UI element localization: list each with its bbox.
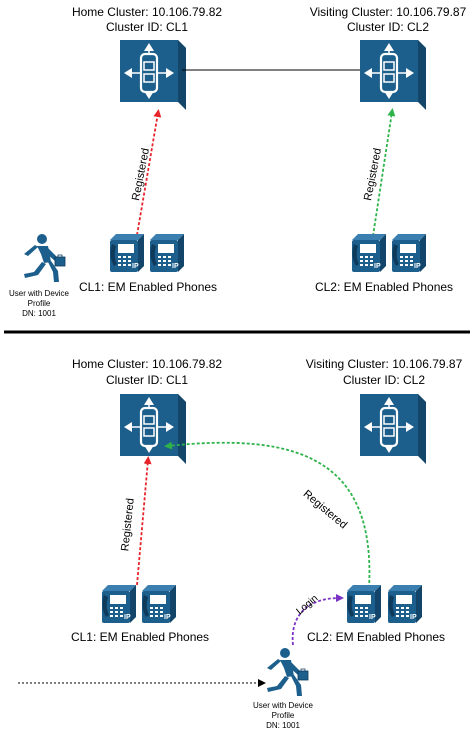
bottom-home-server-icon bbox=[118, 392, 188, 466]
bottom-login-label: Login bbox=[294, 593, 320, 617]
bottom-cl1-phone-icon-1 bbox=[102, 585, 136, 623]
top-left-registered-arrow bbox=[136, 109, 162, 236]
bottom-cl2-phones-label: CL2: EM Enabled Phones bbox=[307, 630, 445, 644]
top-right-registered-label: Registered bbox=[362, 147, 384, 202]
top-user-label-line3: DN: 1001 bbox=[22, 309, 56, 318]
bottom-user-icon bbox=[266, 647, 309, 697]
top-user-label-line1: User with Device bbox=[9, 289, 70, 298]
bottom-user-label-line2: Profile bbox=[272, 711, 295, 720]
bottom-user-label-line3: DN: 1001 bbox=[266, 721, 300, 730]
bottom-left-registered-arrow bbox=[136, 456, 152, 586]
top-user-label-line2: Profile bbox=[28, 299, 51, 308]
bottom-home-cluster-title: Home Cluster: 10.106.79.82 bbox=[72, 357, 222, 371]
bottom-left-registered-label: Registered bbox=[119, 498, 136, 552]
bottom-visiting-cluster-id: Cluster ID: CL2 bbox=[343, 373, 425, 387]
top-home-cluster-title: Home Cluster: 10.106.79.82 bbox=[72, 5, 222, 19]
bottom-cl1-phones-label: CL1: EM Enabled Phones bbox=[71, 630, 209, 644]
bottom-cl1-phone-icon-2 bbox=[142, 585, 176, 623]
top-left-registered-label: Registered bbox=[130, 147, 152, 202]
top-visiting-cluster-title: Visiting Cluster: 10.106.79.87 bbox=[310, 5, 467, 19]
bottom-home-cluster-id: Cluster ID: CL1 bbox=[106, 373, 188, 387]
top-visiting-cluster-id: Cluster ID: CL2 bbox=[347, 20, 429, 34]
bottom-login-arrow bbox=[291, 594, 344, 646]
bottom-visiting-server-icon bbox=[358, 392, 428, 466]
top-user-icon bbox=[23, 233, 66, 283]
bottom-user-label-line1: User with Device bbox=[253, 701, 314, 710]
top-cl2-phone-icon-1 bbox=[352, 234, 386, 272]
top-right-registered-arrow bbox=[372, 108, 396, 237]
bottom-cl2-phone-icon-2 bbox=[388, 585, 422, 623]
top-cl2-phones-label: CL2: EM Enabled Phones bbox=[315, 280, 453, 294]
bottom-cl2-phone-icon-1 bbox=[347, 585, 381, 623]
bottom-right-registered-label: Registered bbox=[301, 488, 349, 531]
top-cl1-phones-label: CL1: EM Enabled Phones bbox=[79, 280, 217, 294]
top-cl1-phone-icon-1 bbox=[110, 234, 144, 272]
bottom-visiting-cluster-title: Visiting Cluster: 10.106.79.87 bbox=[306, 357, 463, 371]
top-home-cluster-id: Cluster ID: CL1 bbox=[106, 20, 188, 34]
top-visiting-server-icon bbox=[358, 38, 428, 112]
top-cl1-phone-icon-2 bbox=[150, 234, 184, 272]
bottom-right-registered-arrow bbox=[164, 441, 371, 589]
top-cl2-phone-icon-2 bbox=[392, 234, 426, 272]
top-home-server-icon bbox=[118, 38, 188, 112]
